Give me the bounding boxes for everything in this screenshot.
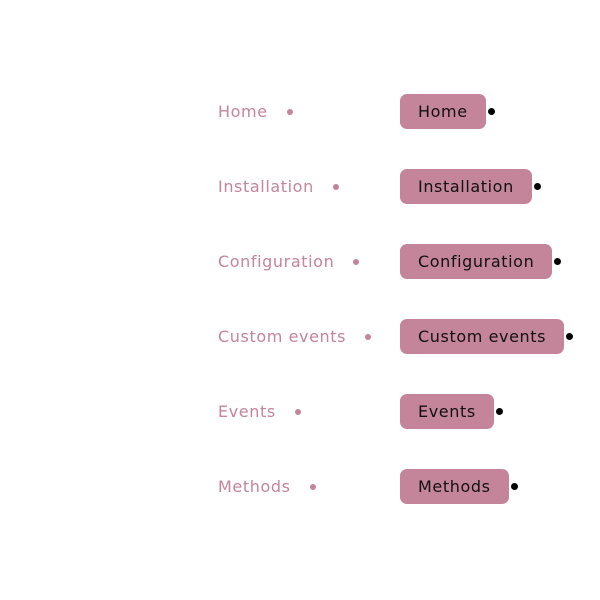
bullet-dot-icon (487, 108, 495, 115)
plain-nav-link-configuration[interactable]: Configuration (218, 244, 360, 279)
plain-nav-item-events: Events (218, 394, 371, 469)
pill-nav-link-custom-events[interactable]: Custom events (400, 319, 565, 354)
pill-nav-item-custom-events: Custom events (400, 319, 574, 394)
pill-nav-item-configuration: Configuration (400, 244, 573, 319)
bullet-dot-icon (554, 258, 562, 265)
bullet-dot-icon (495, 408, 503, 415)
pill-nav-link-installation[interactable]: Installation (400, 169, 532, 204)
pill-nav-item-installation: Installation (400, 169, 573, 244)
plain-nav-item-configuration: Configuration (218, 244, 371, 319)
bullet-dot-icon (332, 183, 339, 190)
pill-nav-link-methods[interactable]: Methods (400, 469, 509, 504)
bullet-dot-icon (365, 333, 372, 340)
plain-nav-item-methods: Methods (218, 469, 371, 544)
pill-nav-wrap: Configuration (400, 244, 562, 279)
plain-nav-label: Events (218, 402, 276, 421)
pill-nav-item-events: Events (400, 394, 573, 469)
plain-nav-link-installation[interactable]: Installation (218, 169, 339, 204)
plain-nav-item-custom-events: Custom events (218, 319, 372, 394)
pill-nav-item-home: Home (400, 94, 573, 169)
plain-nav-label: Installation (218, 177, 314, 196)
plain-nav-link-custom-events[interactable]: Custom events (218, 319, 372, 354)
pill-nav-menu: Home Installation Configuration Custom e… (400, 94, 574, 544)
plain-nav-link-events[interactable]: Events (218, 394, 301, 429)
plain-nav-item-home: Home (218, 94, 371, 169)
pill-nav-link-home[interactable]: Home (400, 94, 486, 129)
bullet-dot-icon (510, 483, 518, 490)
bullet-dot-icon (294, 408, 301, 415)
plain-nav-label: Home (218, 102, 268, 121)
bullet-dot-icon (533, 183, 541, 190)
bullet-dot-icon (566, 333, 574, 340)
plain-nav-link-home[interactable]: Home (218, 94, 293, 129)
plain-nav-link-methods[interactable]: Methods (218, 469, 316, 504)
plain-nav-item-installation: Installation (218, 169, 371, 244)
plain-nav-label: Custom events (218, 327, 347, 346)
plain-nav-label: Methods (218, 477, 291, 496)
bullet-dot-icon (286, 108, 293, 115)
bullet-dot-icon (353, 258, 360, 265)
plain-nav-menu: Home Installation Configuration Custom e… (218, 94, 372, 544)
pill-nav-wrap: Events (400, 394, 503, 429)
plain-nav-label: Configuration (218, 252, 335, 271)
pill-nav-wrap: Custom events (400, 319, 574, 354)
pill-nav-link-events[interactable]: Events (400, 394, 494, 429)
pill-nav-wrap: Methods (400, 469, 518, 504)
pill-nav-wrap: Home (400, 94, 495, 129)
bullet-dot-icon (309, 483, 316, 490)
pill-nav-wrap: Installation (400, 169, 541, 204)
pill-nav-link-configuration[interactable]: Configuration (400, 244, 553, 279)
pill-nav-item-methods: Methods (400, 469, 573, 544)
